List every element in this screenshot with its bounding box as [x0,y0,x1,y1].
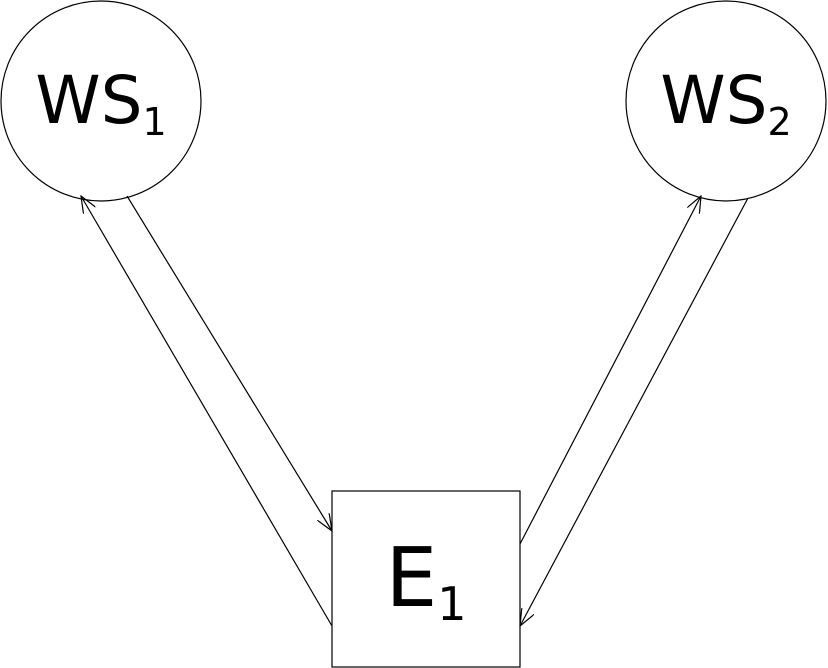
edge-e1-to-ws2 [519,196,701,545]
edge-e1-to-ws1 [81,196,333,627]
e1-label-base: E [385,531,438,626]
ws2-label-base: WS [660,62,768,139]
edge-ws2-to-e1 [520,197,749,626]
ws2-label-subscript: 2 [767,100,792,144]
e1-node [331,490,521,668]
e1-label-subscript: 1 [437,577,467,631]
edge-ws1-to-e1 [126,195,332,531]
ws1-node [0,0,202,202]
ws1-label-subscript: 1 [142,100,167,144]
ws2-node [625,0,827,202]
ws1-label-base: WS [35,62,143,139]
